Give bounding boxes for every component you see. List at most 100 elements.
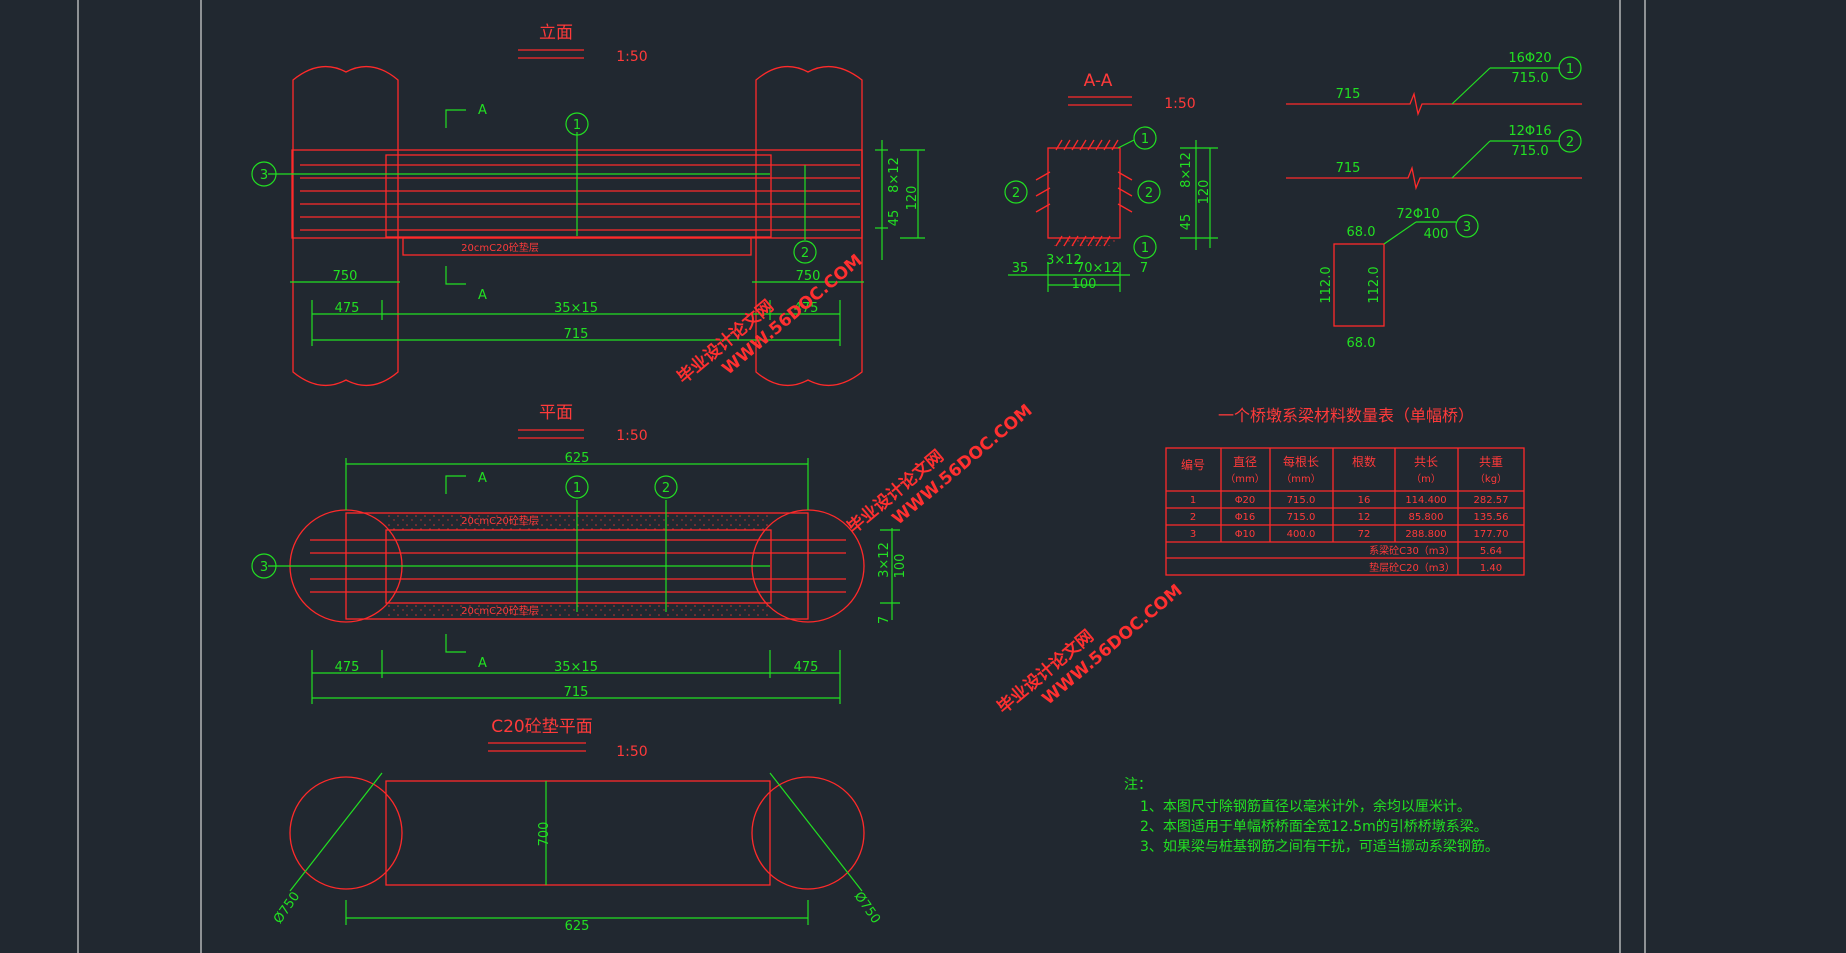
elev-dim-475-left: 475 — [335, 301, 360, 316]
section-dim-120: 120 — [1197, 180, 1212, 205]
svg-text:2: 2 — [1190, 512, 1196, 523]
svg-text:288.800: 288.800 — [1405, 529, 1446, 540]
svg-text:WWW.56DOC.COM: WWW.56DOC.COM — [1039, 581, 1187, 710]
svg-text:715.0: 715.0 — [1511, 71, 1548, 86]
svg-text:系梁砼C30（m3）: 系梁砼C30（m3） — [1369, 544, 1455, 557]
th-dia: 直径 — [1233, 455, 1257, 469]
plan-bubble-3: 3 — [251, 553, 277, 579]
plan-pad-label-bottom: 20cmC20砼垫层 — [461, 604, 539, 617]
svg-text:135.56: 135.56 — [1474, 512, 1509, 523]
plan-dim-475-left: 475 — [335, 660, 360, 675]
svg-text:1: 1 — [573, 118, 581, 133]
notes: 注： 1、本图尺寸除钢筋直径以毫米计外，余均以厘米计。 2、本图适用于单幅桥桥面… — [1124, 777, 1499, 855]
svg-text:（mm）: （mm） — [1281, 473, 1320, 485]
elev-dim-35x15: 35×15 — [554, 301, 598, 316]
plan-view: 平面 1:50 20cmC20砼垫层 20cmC20砼垫层 A A 1 2 3 — [251, 403, 908, 704]
watermark-3: 毕业设计论文网 WWW.56DOC.COM — [993, 581, 1187, 719]
plan-dim-100: 100 — [893, 554, 908, 579]
th-total-len: 共长 — [1414, 455, 1438, 469]
plan-section-mark-bottom: A — [478, 656, 487, 671]
pad-dim-dia-right: Ø750 — [851, 889, 883, 926]
svg-text:2: 2 — [662, 481, 670, 496]
th-id: 编号 — [1181, 457, 1205, 472]
svg-text:112.0: 112.0 — [1367, 266, 1382, 303]
elev-bubble-3: 3 — [251, 161, 277, 187]
pad-dim-700: 700 — [537, 822, 552, 847]
rebar-2-detail: 715 12Φ16 715.0 2 — [1286, 124, 1582, 191]
svg-text:2: 2 — [1145, 186, 1153, 201]
elev-dim-750-left: 750 — [333, 269, 358, 284]
svg-text:12Φ16: 12Φ16 — [1508, 124, 1551, 139]
svg-text:282.57: 282.57 — [1474, 495, 1509, 506]
pad-title: C20砼垫平面 — [491, 717, 593, 737]
svg-text:715: 715 — [1336, 161, 1361, 176]
materials-table: 一个桥墩系梁材料数量表（单幅桥） 编号 直径 （mm） 每根长 （mm） 根数 … — [1165, 406, 1525, 576]
elev-dim-715: 715 — [564, 327, 589, 342]
section-dim-35: 35 — [1012, 261, 1029, 276]
elev-dim-45: 45 — [887, 210, 902, 227]
plan-dim-715: 715 — [564, 685, 589, 700]
svg-text:12: 12 — [1358, 512, 1371, 523]
svg-text:Φ16: Φ16 — [1235, 512, 1256, 523]
pad-scale: 1:50 — [616, 744, 647, 760]
svg-text:3: 3 — [1190, 529, 1196, 540]
elev-bubble-1: 1 — [565, 112, 589, 136]
section-aa-view: A-A 1:50 1 1 2 2 120 8×12 — [1004, 71, 1218, 292]
section-dim-7: 7 — [1140, 261, 1148, 276]
svg-text:715: 715 — [1336, 87, 1361, 102]
section-mark-bottom: A — [478, 288, 487, 303]
elevation-scale: 1:50 — [616, 49, 647, 65]
section-dim-45: 45 — [1179, 214, 1194, 231]
plan-scale: 1:50 — [616, 428, 647, 444]
watermark-2: 毕业设计论文网 WWW.56DOC.COM — [843, 401, 1036, 539]
svg-text:715.0: 715.0 — [1287, 512, 1316, 523]
svg-text:112.0: 112.0 — [1319, 266, 1334, 303]
rebar-1-detail: 715 16Φ20 715.0 1 — [1286, 51, 1582, 117]
table-row: 2 Φ16 715.0 12 85.800 135.56 — [1190, 512, 1509, 523]
svg-text:3: 3 — [260, 168, 268, 183]
svg-text:5.64: 5.64 — [1480, 546, 1502, 557]
svg-text:1: 1 — [1566, 62, 1574, 77]
svg-text:16Φ20: 16Φ20 — [1508, 51, 1551, 66]
elev-dim-8x12: 8×12 — [887, 157, 902, 193]
svg-text:72Φ10: 72Φ10 — [1396, 207, 1439, 222]
elev-dim-750-right: 750 — [796, 269, 821, 284]
svg-text:Φ10: Φ10 — [1235, 529, 1256, 540]
elev-bubble-2: 2 — [793, 165, 817, 264]
svg-text:400: 400 — [1424, 227, 1449, 242]
rebar-details: 715 16Φ20 715.0 1 715 12Φ16 715.0 2 72Φ1… — [1286, 51, 1582, 351]
plan-dim-3x12: 3×12 — [877, 542, 892, 578]
rebar-3-detail: 72Φ10 400 3 68.0 68.0 112.0 112.0 — [1319, 207, 1479, 351]
table-title: 一个桥墩系梁材料数量表（单幅桥） — [1218, 406, 1474, 425]
svg-text:1.40: 1.40 — [1480, 563, 1502, 574]
pad-dim-dia-left: Ø750 — [271, 889, 303, 926]
svg-text:3: 3 — [260, 560, 268, 575]
th-weight: 共重 — [1479, 455, 1503, 469]
th-count: 根数 — [1352, 454, 1376, 469]
plan-dim-475-right: 475 — [794, 660, 819, 675]
plan-section-mark-top: A — [478, 471, 487, 486]
note-1: 1、本图尺寸除钢筋直径以毫米计外，余均以厘米计。 — [1140, 798, 1471, 815]
plan-dim-625: 625 — [565, 451, 590, 466]
th-len: 每根长 — [1283, 454, 1319, 469]
svg-text:85.800: 85.800 — [1409, 512, 1444, 523]
svg-text:1: 1 — [1141, 132, 1149, 147]
notes-title: 注： — [1124, 777, 1152, 793]
plan-bubble-1: 1 — [565, 475, 589, 499]
svg-text:2: 2 — [1012, 186, 1020, 201]
svg-text:1: 1 — [1190, 495, 1196, 506]
plan-bubble-2: 2 — [654, 475, 678, 499]
svg-text:（mm）: （mm） — [1225, 473, 1264, 485]
plan-dim-7: 7 — [877, 616, 892, 624]
svg-text:68.0: 68.0 — [1347, 336, 1376, 351]
plan-pad-label-top: 20cmC20砼垫层 — [461, 514, 539, 527]
svg-text:2: 2 — [1566, 135, 1574, 150]
section-bubble-2-left: 2 — [1004, 180, 1028, 204]
svg-text:1: 1 — [573, 481, 581, 496]
pad-dim-625: 625 — [565, 919, 590, 934]
svg-text:Φ20: Φ20 — [1235, 495, 1256, 506]
section-bubble-1-bottom: 1 — [1133, 235, 1157, 259]
